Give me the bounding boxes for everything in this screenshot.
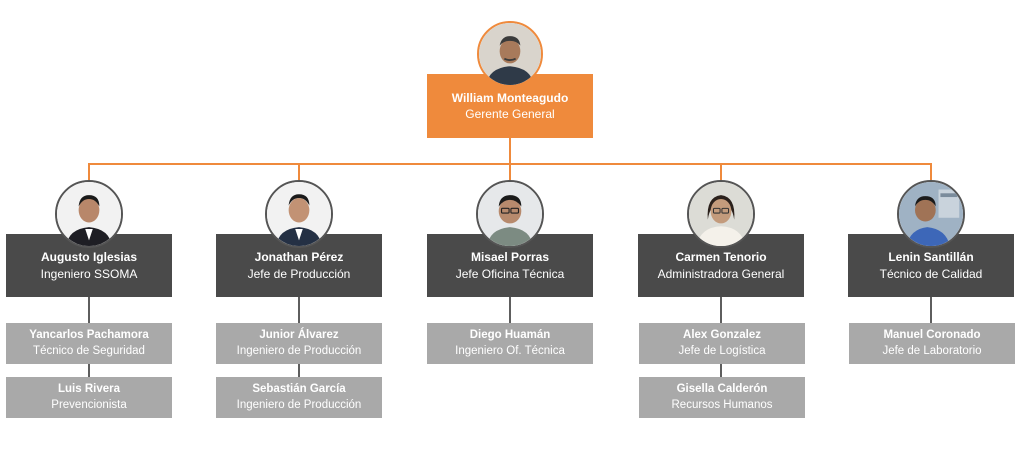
- manager-role: Técnico de Calidad: [879, 266, 983, 281]
- staff-card-4-2: Gisella Calderón Recursos Humanos: [639, 377, 805, 418]
- manager-avatar-5: [897, 180, 965, 248]
- manager-role: Jefe Oficina Técnica: [455, 266, 565, 281]
- ceo-name: William Monteagudo: [451, 90, 569, 105]
- staff-name: Yancarlos Pachamora: [29, 328, 149, 341]
- staff-role: Jefe de Laboratorio: [882, 344, 982, 357]
- manager-avatar-4: [687, 180, 755, 248]
- person-photo-icon: [267, 182, 331, 246]
- staff-card-4-1: Alex Gonzalez Jefe de Logística: [639, 323, 805, 364]
- staff-role: Jefe de Logística: [678, 344, 766, 357]
- drop-connector-4: [720, 163, 722, 185]
- sub-connector-5: [930, 297, 932, 323]
- person-photo-icon: [57, 182, 121, 246]
- manager-avatar-1: [55, 180, 123, 248]
- manager-name: Lenin Santillán: [888, 250, 974, 265]
- person-photo-icon: [479, 23, 541, 85]
- staff-name: Junior Álvarez: [259, 328, 339, 341]
- staff-name: Alex Gonzalez: [683, 328, 761, 341]
- staff-card-1-2: Luis Rivera Prevencionista: [6, 377, 172, 418]
- staff-card-2-2: Sebastián García Ingeniero de Producción: [216, 377, 382, 418]
- ceo-avatar: [477, 21, 543, 87]
- staff-card-2-1: Junior Álvarez Ingeniero de Producción: [216, 323, 382, 364]
- manager-name: Misael Porras: [470, 250, 550, 265]
- staff-card-3-1: Diego Huamán Ingeniero Of. Técnica: [427, 323, 593, 364]
- drop-connector-1: [88, 163, 90, 185]
- staff-name: Diego Huamán: [469, 328, 551, 341]
- manager-role: Ingeniero SSOMA: [40, 266, 138, 281]
- person-photo-icon: [689, 182, 753, 246]
- drop-connector-3: [509, 163, 511, 185]
- drop-connector-2: [298, 163, 300, 185]
- staff-card-5-1: Manuel Coronado Jefe de Laboratorio: [849, 323, 1015, 364]
- drop-connector-5: [930, 163, 932, 185]
- staff-name: Gisella Calderón: [676, 382, 768, 395]
- manager-name: Jonathan Pérez: [254, 250, 344, 265]
- staff-name: Sebastián García: [252, 382, 346, 395]
- ceo-role: Gerente General: [465, 107, 555, 121]
- person-photo-icon: [478, 182, 542, 246]
- staff-role: Técnico de Seguridad: [33, 344, 145, 357]
- manager-avatar-3: [476, 180, 544, 248]
- staff-role: Prevencionista: [51, 398, 127, 411]
- staff-role: Ingeniero de Producción: [236, 344, 362, 357]
- manager-avatar-2: [265, 180, 333, 248]
- staff-name: Luis Rivera: [58, 382, 120, 395]
- manager-name: Augusto Iglesias: [40, 250, 138, 265]
- staff-name: Manuel Coronado: [883, 328, 981, 341]
- manager-card-1: Augusto Iglesias Ingeniero SSOMA: [6, 234, 172, 297]
- staff-role: Ingeniero de Producción: [236, 398, 362, 411]
- manager-role: Jefe de Producción: [247, 266, 351, 281]
- manager-name: Carmen Tenorio: [675, 250, 767, 265]
- staff-role: Recursos Humanos: [671, 398, 773, 411]
- person-photo-icon: [899, 182, 963, 246]
- sub-connector-3: [509, 297, 511, 323]
- staff-role: Ingeniero Of. Técnica: [455, 344, 565, 357]
- ceo-down-connector: [509, 137, 511, 164]
- manager-role: Administradora General: [657, 266, 785, 281]
- staff-card-1-1: Yancarlos Pachamora Técnico de Seguridad: [6, 323, 172, 364]
